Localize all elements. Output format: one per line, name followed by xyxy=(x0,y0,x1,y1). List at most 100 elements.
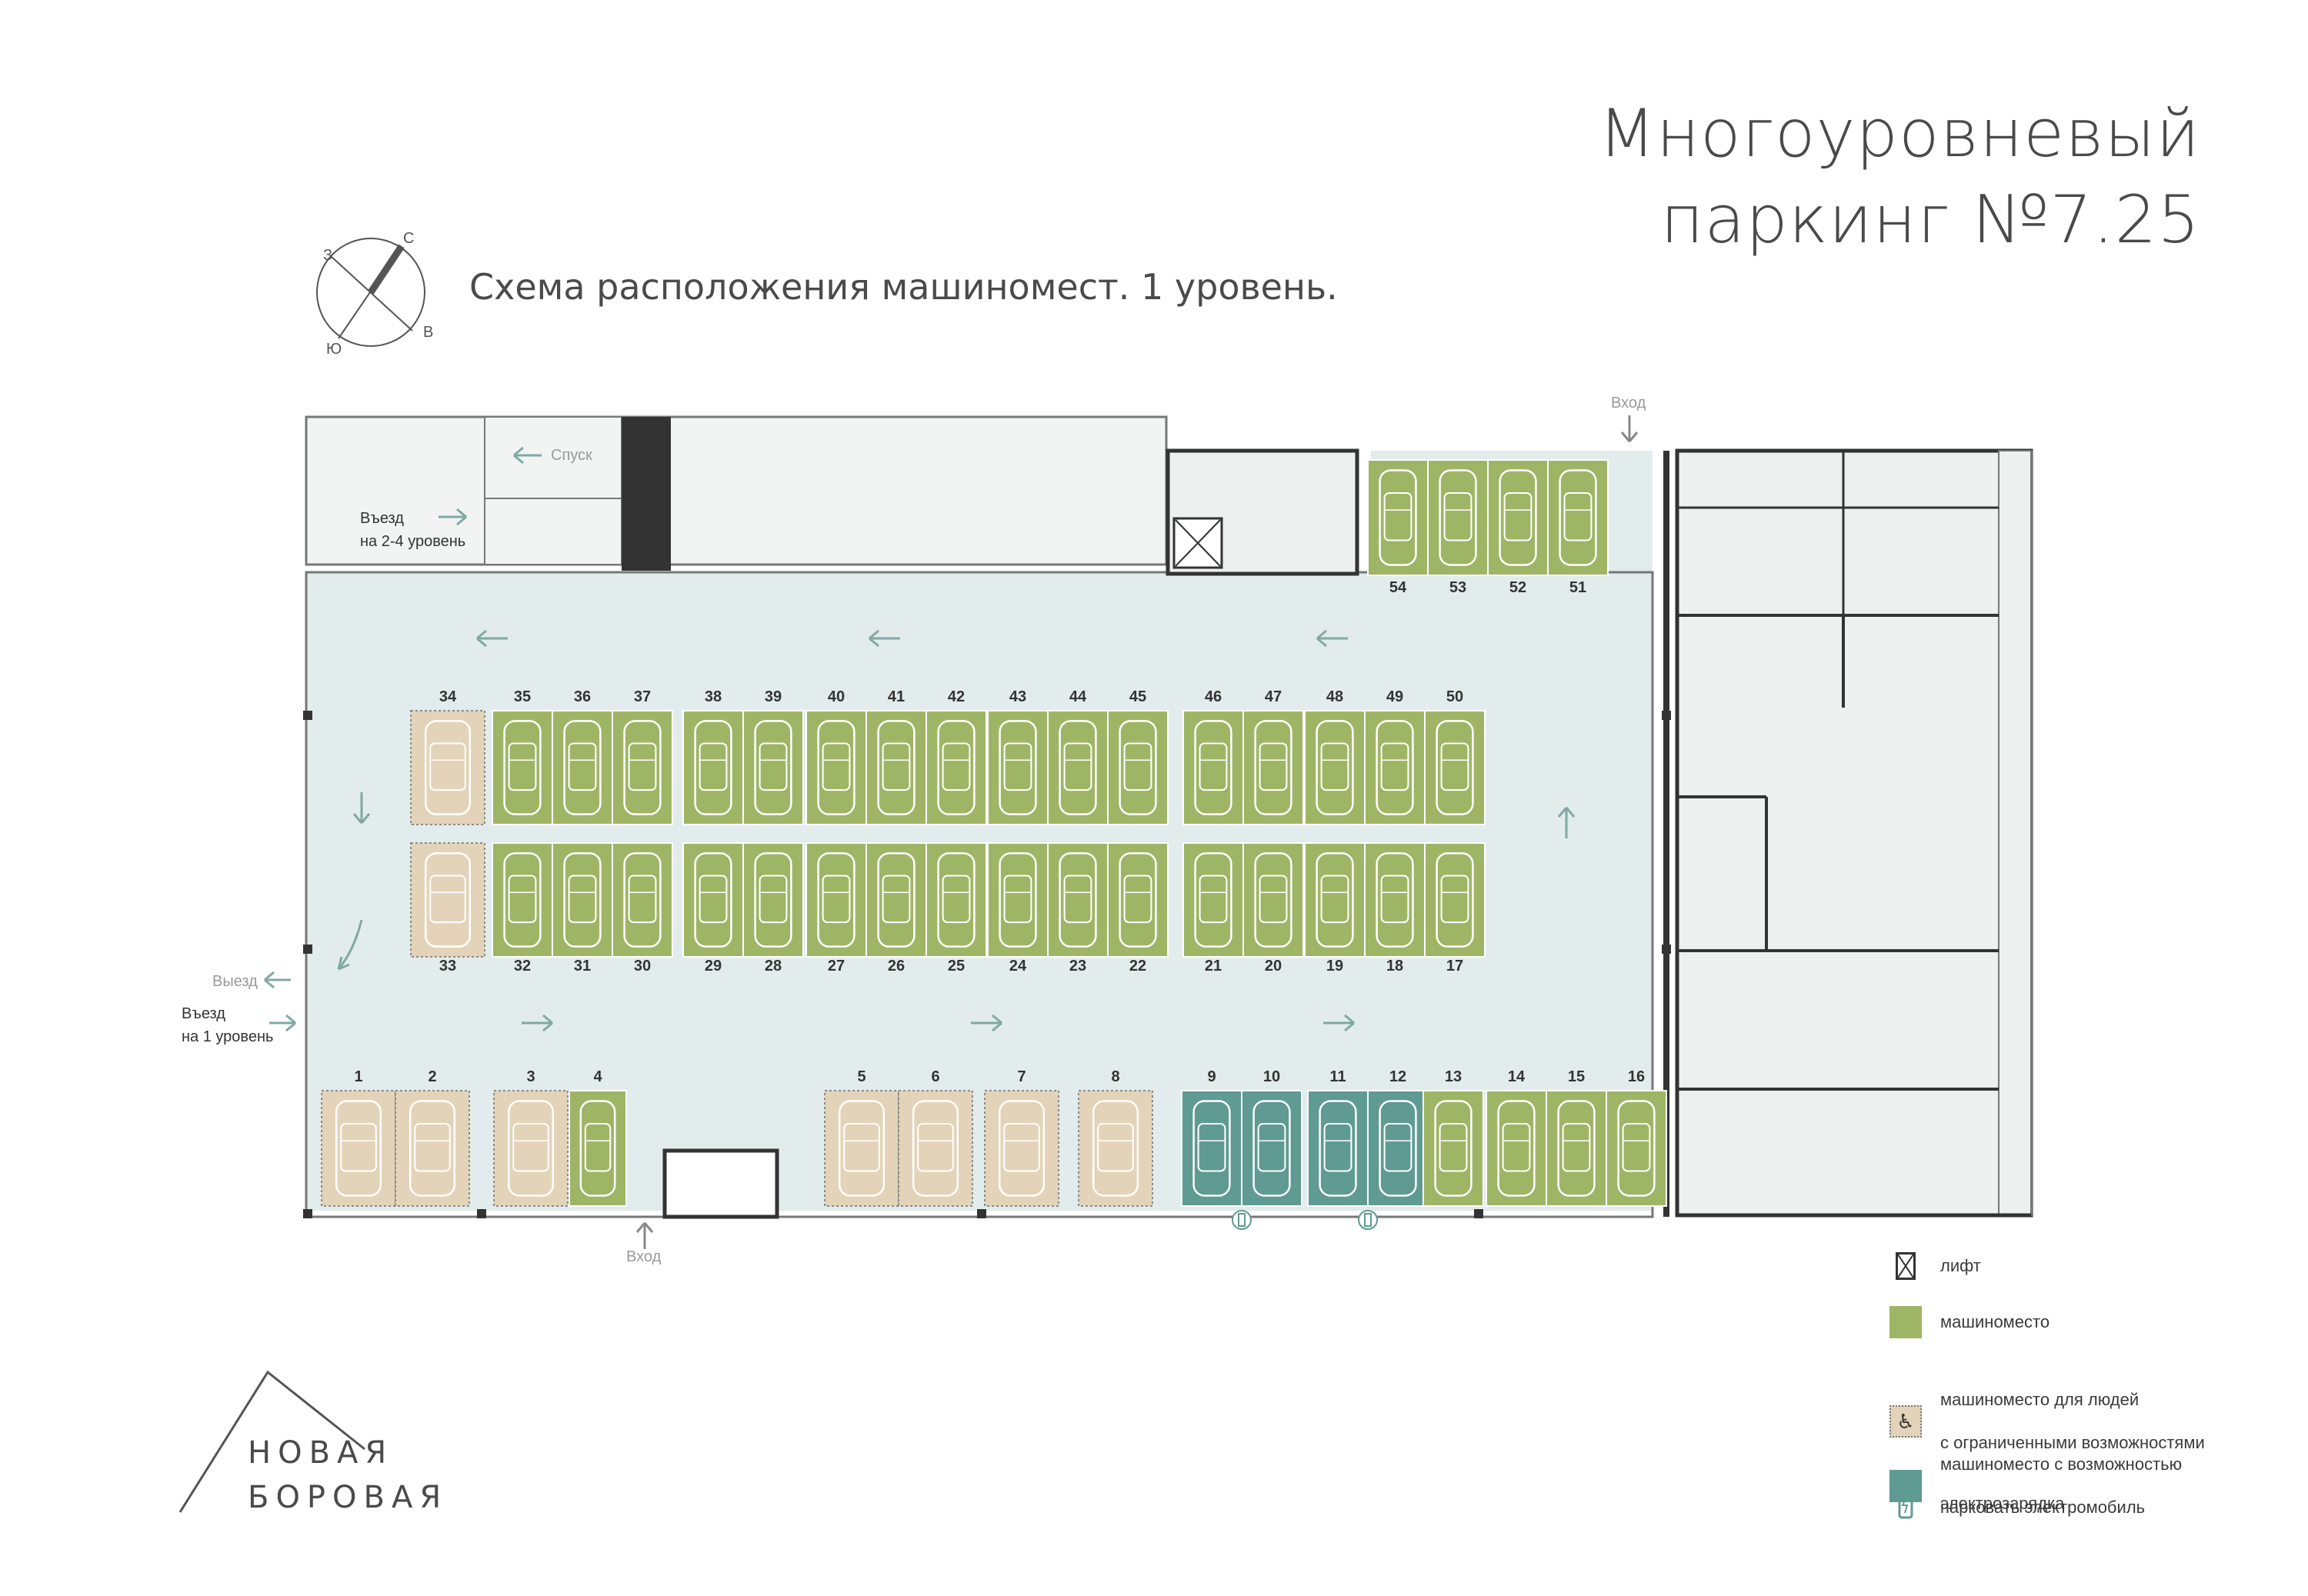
spot-number: 21 xyxy=(1205,958,1222,975)
parking-spot-17[interactable]: 17 xyxy=(1424,842,1486,975)
spot-number: 34 xyxy=(439,688,457,705)
spot-number: 3 xyxy=(526,1068,535,1085)
car-outline-icon xyxy=(1379,1100,1417,1197)
car-outline-icon xyxy=(1617,1100,1656,1197)
car-outline-icon xyxy=(998,1100,1046,1197)
parking-spot-5[interactable]: 5 xyxy=(824,1068,899,1207)
spot-number: 27 xyxy=(828,958,845,975)
car-outline-icon xyxy=(1092,1100,1139,1197)
parking-spot-33[interactable]: 33 xyxy=(410,842,485,975)
parking-spot-39[interactable]: 39 xyxy=(742,688,804,825)
car-outline-icon xyxy=(754,720,792,815)
arrow-right-icon xyxy=(1323,1014,1355,1032)
parking-spot-36[interactable]: 36 xyxy=(552,688,613,825)
spot-number: 38 xyxy=(705,688,722,705)
parking-spot-47[interactable]: 47 xyxy=(1242,688,1304,825)
legend-regular: машиноместо xyxy=(1889,1306,2050,1338)
label-entry-lvl1-1: Въезд xyxy=(182,1005,225,1022)
parking-spot-7[interactable]: 7 xyxy=(984,1068,1059,1207)
spot-number: 40 xyxy=(828,688,845,705)
car-outline-icon xyxy=(912,1100,959,1197)
parking-spot-28[interactable]: 28 xyxy=(742,842,804,975)
ramp xyxy=(484,416,622,565)
parking-spot-11[interactable]: 11 xyxy=(1307,1068,1369,1207)
parking-spot-12[interactable]: 12 xyxy=(1367,1068,1429,1207)
arrow-up-icon xyxy=(1557,807,1576,838)
parking-spot-10[interactable]: 10 xyxy=(1241,1068,1302,1207)
parking-spot-13[interactable]: 13 xyxy=(1422,1068,1484,1207)
parking-spot-42[interactable]: 42 xyxy=(926,688,987,825)
car-outline-icon xyxy=(1316,720,1354,815)
parking-spot-4[interactable]: 4 xyxy=(569,1068,627,1207)
plan-upper-block xyxy=(305,415,1168,566)
parking-spot-24[interactable]: 24 xyxy=(987,842,1049,975)
car-outline-icon xyxy=(1254,852,1292,948)
parking-spot-1[interactable]: 1 xyxy=(321,1068,396,1207)
parking-spot-25[interactable]: 25 xyxy=(926,842,987,975)
arrow-right-icon xyxy=(439,508,467,526)
car-outline-icon xyxy=(409,1100,456,1197)
spot-number: 7 xyxy=(1017,1068,1026,1085)
parking-spot-29[interactable]: 29 xyxy=(682,842,744,975)
parking-spot-40[interactable]: 40 xyxy=(805,688,867,825)
compass-n: С xyxy=(403,230,414,247)
parking-spot-19[interactable]: 19 xyxy=(1304,842,1366,975)
parking-spot-6[interactable]: 6 xyxy=(898,1068,973,1207)
spot-number: 28 xyxy=(765,958,782,975)
spot-number: 52 xyxy=(1509,579,1526,596)
parking-spot-53[interactable]: 53 xyxy=(1427,459,1489,596)
parking-spot-31[interactable]: 31 xyxy=(552,842,613,975)
parking-spot-26[interactable]: 26 xyxy=(866,842,927,975)
car-outline-icon xyxy=(937,852,976,948)
legend-electric: машиноместо с возможностью парковать эле… xyxy=(1889,1432,2182,1540)
parking-spot-15[interactable]: 15 xyxy=(1546,1068,1607,1207)
parking-spot-32[interactable]: 32 xyxy=(492,842,553,975)
parking-spot-23[interactable]: 23 xyxy=(1047,842,1109,975)
parking-spot-52[interactable]: 52 xyxy=(1487,459,1549,596)
title-line-1: Многоуровневый xyxy=(1598,95,2200,172)
car-outline-icon xyxy=(1254,720,1292,815)
parking-spot-21[interactable]: 21 xyxy=(1182,842,1244,975)
car-outline-icon xyxy=(335,1100,382,1197)
parking-spot-27[interactable]: 27 xyxy=(805,842,867,975)
label-descent: Спуск xyxy=(551,447,592,464)
car-outline-icon xyxy=(1059,720,1097,815)
parking-spot-51[interactable]: 51 xyxy=(1547,459,1609,596)
parking-spot-46[interactable]: 46 xyxy=(1182,688,1244,825)
parking-spot-8[interactable]: 8 xyxy=(1078,1068,1153,1207)
parking-spot-22[interactable]: 22 xyxy=(1107,842,1169,975)
parking-spot-30[interactable]: 30 xyxy=(612,842,673,975)
parking-spot-45[interactable]: 45 xyxy=(1107,688,1169,825)
parking-spot-38[interactable]: 38 xyxy=(682,688,744,825)
spot-number: 48 xyxy=(1326,688,1343,705)
parking-spot-9[interactable]: 9 xyxy=(1181,1068,1242,1207)
spot-number: 39 xyxy=(765,688,782,705)
spot-number: 51 xyxy=(1569,579,1586,596)
parking-spot-3[interactable]: 3 xyxy=(493,1068,569,1207)
car-outline-icon xyxy=(424,852,472,948)
parking-spot-18[interactable]: 18 xyxy=(1364,842,1426,975)
spot-number: 10 xyxy=(1263,1068,1280,1085)
parking-spot-48[interactable]: 48 xyxy=(1304,688,1366,825)
parking-spot-20[interactable]: 20 xyxy=(1242,842,1304,975)
legend-accessible-line-1: машиноместо для людей xyxy=(1940,1390,2140,1409)
parking-spot-14[interactable]: 14 xyxy=(1486,1068,1547,1207)
parking-spot-50[interactable]: 50 xyxy=(1424,688,1486,825)
label-entry-upper-2: на 2-4 уровень xyxy=(360,533,465,550)
arrow-left-icon xyxy=(513,446,542,465)
parking-spot-37[interactable]: 37 xyxy=(612,688,673,825)
spot-number: 14 xyxy=(1508,1068,1526,1085)
parking-spot-34[interactable]: 34 xyxy=(410,688,485,825)
spot-number: 6 xyxy=(931,1068,939,1085)
arrow-curve-icon xyxy=(337,919,363,971)
car-outline-icon xyxy=(1119,720,1157,815)
spot-number: 23 xyxy=(1069,958,1086,975)
parking-spot-54[interactable]: 54 xyxy=(1367,459,1429,596)
parking-spot-41[interactable]: 41 xyxy=(866,688,927,825)
spot-number: 37 xyxy=(634,688,651,705)
parking-spot-16[interactable]: 16 xyxy=(1606,1068,1667,1207)
parking-spot-35[interactable]: 35 xyxy=(492,688,553,825)
legend-accessible-label: машиноместо для людей с ограниченными во… xyxy=(1940,1368,2205,1475)
parking-spot-2[interactable]: 2 xyxy=(395,1068,470,1207)
car-outline-icon xyxy=(1316,852,1354,948)
